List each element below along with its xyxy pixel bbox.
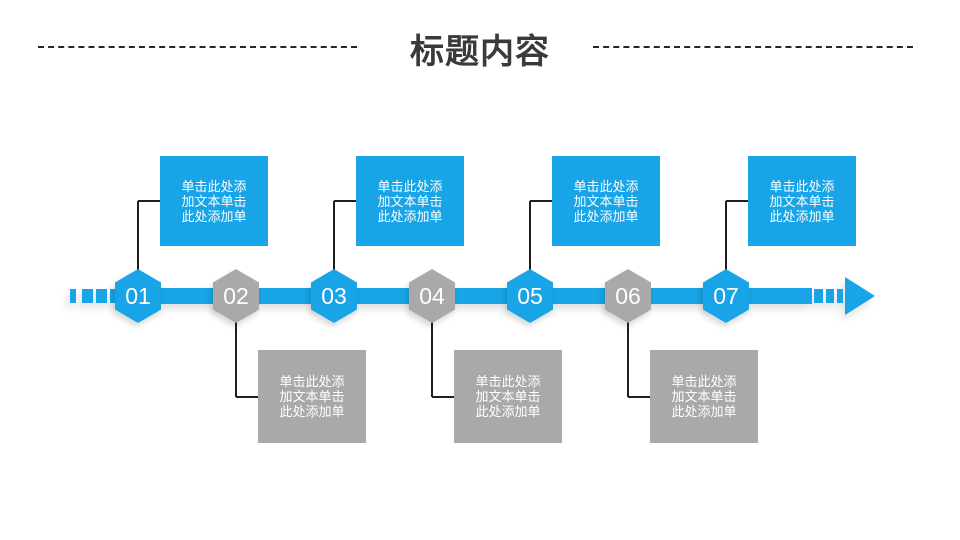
text-placeholder-box[interactable]: 单击此处添 加文本单击 此处添加单: [748, 156, 856, 246]
placeholder-text: 单击此处添 加文本单击 此处添加单: [573, 178, 639, 224]
timeline-node-hexagon: 07: [703, 269, 749, 323]
connector-line-vertical: [431, 320, 433, 397]
timeline-node-number: 01: [125, 282, 151, 309]
connector-line-vertical: [529, 201, 531, 272]
title-divider-right: [593, 46, 913, 48]
timeline-node-number: 06: [615, 282, 641, 309]
timeline-node-hexagon: 01: [115, 269, 161, 323]
text-placeholder-box[interactable]: 单击此处添 加文本单击 此处添加单: [160, 156, 268, 246]
timeline-node-hexagon: 02: [213, 269, 259, 323]
connector-line-vertical: [725, 201, 727, 272]
timeline-node-number: 02: [223, 282, 249, 309]
timeline-arrow-icon: [845, 277, 875, 315]
placeholder-text: 单击此处添 加文本单击 此处添加单: [671, 374, 737, 419]
timeline-end-dash-1: [814, 289, 823, 303]
connector-line-horizontal: [628, 396, 650, 398]
connector-line-vertical: [235, 320, 237, 397]
placeholder-text: 单击此处添 加文本单击 此处添加单: [181, 178, 247, 224]
timeline-end-dash-2: [826, 289, 834, 303]
timeline-end-dash-3: [837, 289, 843, 303]
text-placeholder-box[interactable]: 单击此处添 加文本单击 此处添加单: [454, 350, 562, 443]
title-divider-left: [38, 46, 357, 48]
timeline-node-number: 03: [321, 282, 347, 309]
placeholder-text: 单击此处添 加文本单击 此处添加单: [475, 374, 541, 419]
text-placeholder-box[interactable]: 单击此处添 加文本单击 此处添加单: [552, 156, 660, 246]
timeline-start-dash-1: [70, 289, 76, 303]
connector-line-vertical: [333, 201, 335, 272]
text-placeholder-box[interactable]: 单击此处添 加文本单击 此处添加单: [258, 350, 366, 443]
connector-line-horizontal: [530, 200, 552, 202]
connector-line-horizontal: [236, 396, 258, 398]
timeline-node-number: 07: [713, 282, 739, 309]
timeline-node-hexagon: 05: [507, 269, 553, 323]
placeholder-text: 单击此处添 加文本单击 此处添加单: [279, 374, 345, 419]
timeline-start-dash-3: [96, 289, 107, 303]
slide-title: 标题内容: [410, 33, 550, 71]
text-placeholder-box[interactable]: 单击此处添 加文本单击 此处添加单: [650, 350, 758, 443]
connector-line-horizontal: [432, 396, 454, 398]
connector-line-horizontal: [726, 200, 748, 202]
text-placeholder-box[interactable]: 单击此处添 加文本单击 此处添加单: [356, 156, 464, 246]
connector-line-horizontal: [138, 200, 160, 202]
connector-line-vertical: [627, 320, 629, 397]
timeline-node-hexagon: 06: [605, 269, 651, 323]
placeholder-text: 单击此处添 加文本单击 此处添加单: [377, 178, 443, 224]
timeline-node-hexagon: 04: [409, 269, 455, 323]
placeholder-text: 单击此处添 加文本单击 此处添加单: [769, 178, 835, 224]
timeline-node-number: 04: [419, 282, 445, 309]
timeline-node-number: 05: [517, 282, 543, 309]
connector-line-horizontal: [334, 200, 356, 202]
connector-line-vertical: [137, 201, 139, 272]
timeline-start-dash-2: [82, 289, 93, 303]
timeline-node-hexagon: 03: [311, 269, 357, 323]
